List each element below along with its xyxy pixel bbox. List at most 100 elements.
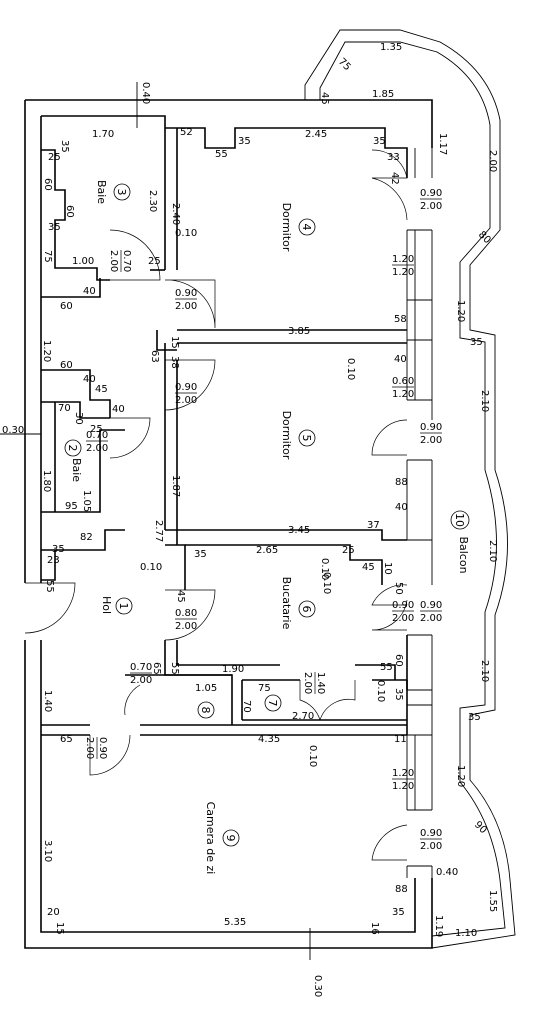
room-number: 10 bbox=[453, 513, 466, 527]
opening-width: 1.40 bbox=[315, 672, 326, 694]
room-label-4: 4 Dormitor bbox=[280, 203, 316, 252]
room-label-10: 10 Balcon bbox=[450, 510, 470, 574]
opening-height: 2.00 bbox=[130, 675, 152, 686]
opening-height: 2.00 bbox=[420, 613, 442, 624]
room-number: 7 bbox=[266, 700, 279, 707]
dimension-label: 2.70 bbox=[292, 711, 314, 722]
dimension-label: 70 bbox=[241, 700, 252, 713]
dimension-label: 23 bbox=[47, 555, 60, 566]
dimension-label: 1.19 bbox=[433, 915, 444, 937]
opening-fraction: 0.90 2.00 bbox=[420, 828, 442, 852]
opening-height: 2.00 bbox=[86, 443, 108, 454]
dimension-label: 0.10 bbox=[321, 572, 332, 594]
dimension-label: 0.10 bbox=[175, 228, 197, 239]
interior-walls bbox=[0, 82, 408, 960]
dimension-label: 60 bbox=[393, 654, 404, 667]
room-number: 2 bbox=[66, 445, 79, 452]
dimension-label: 80 bbox=[476, 229, 493, 246]
dimension-label: 65 bbox=[60, 734, 73, 745]
dimension-label: 52 bbox=[180, 127, 193, 138]
room-name: Camera de zi bbox=[204, 802, 217, 875]
room-label-8: 8 bbox=[197, 701, 215, 719]
opening-fraction: 0.902.00 bbox=[392, 600, 414, 624]
dimension-label: 90 bbox=[472, 819, 489, 836]
dimension-label: 0.10 bbox=[375, 680, 386, 702]
dimension-label: 75 bbox=[336, 56, 353, 73]
dimension-label: 42 bbox=[389, 172, 400, 185]
dimension-label: 2.10 bbox=[479, 390, 490, 412]
dimension-label: 40 bbox=[112, 404, 125, 415]
dimension-label: 1.90 bbox=[222, 664, 244, 675]
opening-height: 2.00 bbox=[420, 841, 442, 852]
room-label-5: 5 Dormitor bbox=[280, 411, 316, 460]
opening-width: 0.70 bbox=[130, 662, 152, 673]
dimension-label: 1.05 bbox=[195, 683, 217, 694]
dimension-label: 35 bbox=[468, 712, 481, 723]
dimension-label: 25 bbox=[148, 256, 161, 267]
room-number: 3 bbox=[115, 189, 128, 196]
dimension-label: 82 bbox=[80, 532, 93, 543]
dimension-label: 1.40 bbox=[42, 690, 53, 712]
opening-fraction: 0.70 2.00 bbox=[130, 662, 152, 686]
dimension-label: 1.55 bbox=[487, 890, 498, 912]
dimension-label: 55 bbox=[215, 149, 228, 160]
dimension-label: 1.85 bbox=[372, 89, 394, 100]
opening-width: 0.90 bbox=[420, 828, 442, 839]
room-number: 6 bbox=[300, 606, 313, 613]
opening-height: 2.00 bbox=[175, 395, 197, 406]
dimension-label: 35 bbox=[393, 688, 404, 701]
room-label-9: 9 Camera de zi bbox=[204, 802, 240, 875]
opening-height: 2.00 bbox=[420, 435, 442, 446]
dimension-label: 88 bbox=[395, 884, 408, 895]
room-label-1: 1 Hol bbox=[100, 596, 133, 615]
dimension-label: 2.10 bbox=[479, 660, 490, 682]
opening-fraction: 0.902.00 bbox=[175, 288, 197, 312]
dimension-label: 55 bbox=[380, 662, 393, 673]
dimension-label: 55 bbox=[44, 580, 55, 593]
dimension-label: 33 bbox=[387, 152, 400, 163]
dimension-label: 25 bbox=[342, 545, 355, 556]
dimension-label: 2.77 bbox=[153, 520, 164, 542]
room-number-circle bbox=[197, 701, 215, 719]
opening-width: 0.90 bbox=[420, 600, 442, 611]
room-label-3: 3 Baie bbox=[95, 180, 131, 204]
dimension-label: 0.40 bbox=[140, 82, 151, 104]
room-label-2: 2 Baie bbox=[64, 439, 83, 482]
dimension-label: 45 bbox=[95, 384, 108, 395]
room-number-circle bbox=[222, 829, 240, 847]
dimension-label: 1.20 bbox=[455, 765, 466, 787]
dimension-label: 35 bbox=[373, 136, 386, 147]
dimension-label: 1.10 bbox=[455, 928, 477, 939]
dimension-label: 2.65 bbox=[256, 545, 278, 556]
room-number-circle bbox=[298, 429, 316, 447]
dimension-label: 40 bbox=[83, 286, 96, 297]
room-number-circle bbox=[298, 218, 316, 236]
room-number-circle bbox=[450, 510, 470, 530]
dimension-label: 3.45 bbox=[288, 525, 310, 536]
room-labels: 1 Hol 2 Baie 3 Baie 4 Dormitor 5 Dormito… bbox=[64, 180, 470, 875]
door-swings bbox=[24, 149, 408, 861]
dimension-label: 2.30 bbox=[147, 190, 158, 212]
opening-height: 2.00 bbox=[84, 737, 95, 759]
opening-fraction: 0.90 2.00 bbox=[420, 600, 442, 624]
opening-width: 1.20 bbox=[392, 254, 414, 265]
opening-fraction: 0.90 2.00 bbox=[175, 382, 197, 406]
dimension-label: 4.35 bbox=[258, 734, 280, 745]
dimension-label: 35 bbox=[392, 907, 405, 918]
room-name: Baie bbox=[70, 458, 83, 482]
opening-width: 0.90 bbox=[175, 382, 197, 393]
opening-fraction: 0.70 2.00 bbox=[86, 430, 108, 454]
dimension-label: 60 bbox=[42, 178, 53, 191]
opening-fraction: 0.902.00 bbox=[420, 188, 442, 212]
dimension-label: 35 bbox=[52, 544, 65, 555]
dimension-label: 1.80 bbox=[41, 470, 52, 492]
dimension-label: 60 bbox=[60, 360, 73, 371]
opening-height: 2.00 bbox=[175, 621, 197, 632]
dimension-label: 55 bbox=[169, 662, 180, 675]
dimension-label: 0.10 bbox=[307, 745, 318, 767]
opening-width: 0.70 bbox=[86, 430, 108, 441]
room-label-6: 6 Bucatarie bbox=[280, 577, 316, 630]
opening-labels: 0.702.000.902.000.902.000.702.000.902.00… bbox=[84, 188, 442, 852]
dimension-label: 0.10 bbox=[319, 558, 330, 580]
